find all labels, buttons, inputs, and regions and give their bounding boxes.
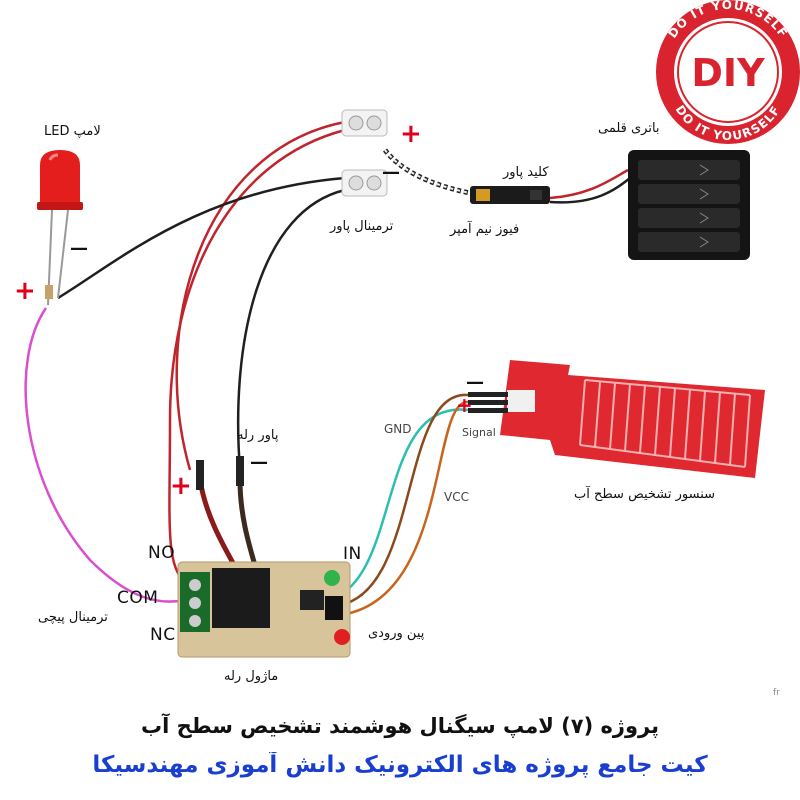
gnd-label: GND	[384, 422, 412, 436]
vcc-label: VCC	[444, 490, 469, 504]
battery-lead-red	[549, 168, 629, 200]
plus-sign-relay: +	[170, 471, 192, 501]
power-terminal-plus	[341, 109, 388, 137]
red-wire-no	[168, 128, 346, 583]
orange-wire-vcc	[339, 400, 469, 617]
battery-label: باتری قلمی	[598, 121, 660, 136]
input-pins-label: پین ورودی	[368, 626, 425, 641]
no-pin-label: NO	[148, 543, 176, 563]
plus-sign-terminal: +	[400, 119, 422, 149]
cyan-wire-signal	[339, 408, 469, 597]
plus-sign-led: +	[14, 276, 36, 306]
led-lamp	[37, 150, 83, 306]
watermark: fr	[773, 688, 780, 698]
plus-sign-sensor: +	[456, 393, 473, 417]
relay-power-label: پاور رله	[237, 428, 279, 443]
diy-badge: DO IT YOURSELF DO IT YOURSELF DIY	[656, 0, 800, 144]
footer-title: پروژه (۷) لامپ سیگنال هوشمند تشخیص سطح آ…	[141, 714, 659, 738]
battery-holder	[628, 150, 750, 260]
signal-label: Signal	[462, 426, 496, 439]
nc-pin-label: NC	[150, 625, 176, 645]
minus-sign-relay: —	[250, 452, 268, 473]
red-wire-relay-power	[175, 120, 346, 471]
black-wire-lamp-minus	[57, 176, 346, 300]
com-pin-label: COM	[117, 588, 159, 608]
black-wire-relay-minus	[236, 188, 346, 471]
power-terminal-label: ترمینال پاور	[330, 219, 394, 234]
relay-module	[177, 561, 351, 658]
badge-text: DIY	[691, 51, 765, 95]
minus-sign-led: —	[70, 238, 88, 259]
power-switch	[470, 186, 550, 204]
water-level-sensor	[468, 360, 765, 478]
minus-sign-sensor: —	[466, 372, 484, 393]
relay-module-label: ماژول رله	[224, 669, 279, 684]
pink-wire-com	[24, 307, 186, 603]
fuse-label: فیوز نیم آمپر	[450, 222, 520, 237]
power-terminal-minus	[341, 169, 388, 197]
brown-wire-gnd	[339, 393, 469, 607]
power-key-label: کلید پاور	[503, 165, 549, 180]
led-lamp-label: لامپ LED	[44, 124, 101, 139]
battery-lead-black	[549, 177, 631, 204]
twist-terminal-label: ترمینال پیچی	[38, 610, 108, 625]
in-pin-label: IN	[343, 544, 362, 564]
sensor-label: سنسور تشخیص سطح آب	[574, 487, 716, 502]
minus-sign-terminal: —	[382, 162, 400, 183]
footer-subtitle: کیت جامع پروژه های الکترونیک دانش آموزی …	[92, 752, 708, 778]
